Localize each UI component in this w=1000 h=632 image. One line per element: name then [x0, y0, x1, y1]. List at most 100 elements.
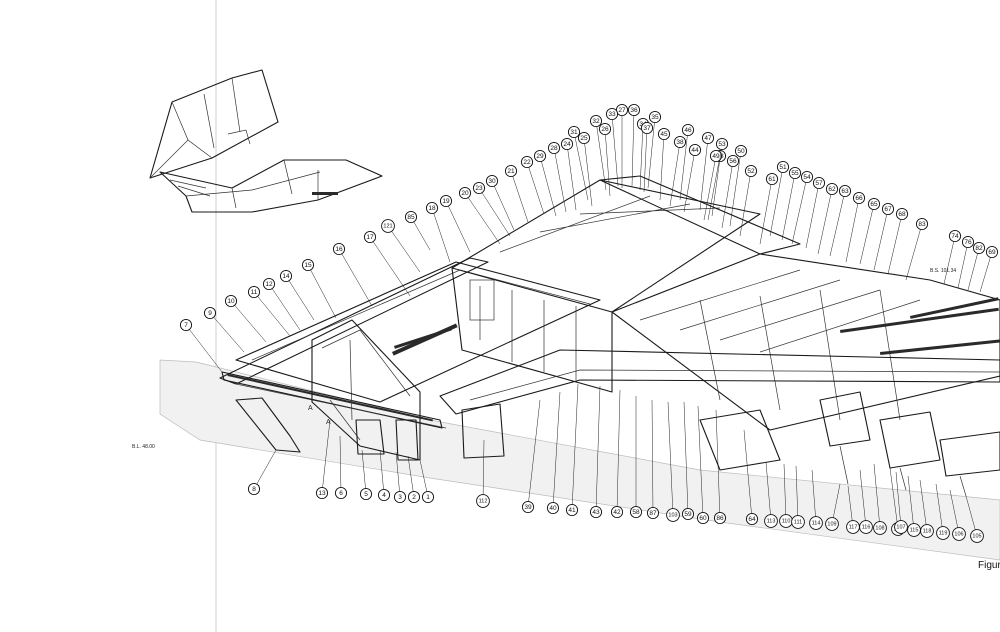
callout-number: 23: [475, 185, 483, 192]
callout-54: 54: [791, 170, 814, 245]
callout-leader: [583, 137, 593, 207]
callout-circle: [425, 201, 439, 215]
callout-number: 4: [382, 492, 386, 499]
callout-11: 11: [247, 285, 291, 337]
callout-29: 29: [533, 149, 557, 217]
callout-60: 60: [696, 405, 710, 525]
callout-leader: [759, 178, 773, 245]
section-marker-a1: A: [308, 405, 313, 412]
callout-5: 5: [359, 449, 373, 501]
callout-leader: [707, 155, 721, 221]
callout-115: 115: [907, 475, 921, 537]
station-label-left: B.L. 48.00: [132, 444, 155, 450]
callout-circle: [472, 181, 486, 195]
callout-circle: [838, 184, 852, 198]
callout-circle: [895, 207, 909, 221]
callout-circle: [985, 245, 999, 259]
callout-number: 119: [939, 530, 948, 536]
callout-circle: [247, 285, 261, 299]
callout-circle: [681, 123, 695, 137]
callout-35: 35: [647, 110, 662, 189]
callout-leader: [905, 223, 923, 281]
callout-30: 30: [485, 174, 515, 231]
callout-leader: [967, 247, 980, 291]
callout-10: 10: [224, 294, 267, 343]
callout-number: 67: [884, 206, 892, 213]
callout-17: 17: [363, 230, 411, 297]
callout-number: 8: [252, 486, 256, 493]
callout-number: 46: [684, 127, 692, 134]
callout-leader: [431, 207, 451, 263]
callout-circle: [262, 277, 276, 291]
callout-leader: [268, 283, 301, 331]
callout-leader: [683, 149, 696, 213]
callout-number: 36: [630, 107, 638, 114]
callout-circle: [713, 511, 727, 525]
callout-number: 43: [592, 509, 600, 516]
callout-circle: [520, 155, 534, 169]
callout-leader: [887, 213, 903, 275]
callout-114: 114: [809, 469, 823, 530]
callout-number: 26: [601, 126, 609, 133]
callout-leader: [829, 190, 846, 257]
callout-107: 107: [894, 471, 908, 534]
callout-number: 3: [398, 494, 402, 501]
callout-number: 29: [536, 153, 544, 160]
callout-circle: [610, 505, 624, 519]
callout-leader: [209, 312, 245, 353]
callout-leader: [859, 469, 867, 528]
callout-circle: [421, 490, 435, 504]
callout-leader: [783, 463, 787, 522]
callout-number: 106: [954, 531, 963, 537]
callout-number: 113: [767, 518, 776, 524]
callout-leader: [595, 385, 601, 513]
callout-leader: [321, 419, 331, 494]
callout-number: 2: [412, 494, 416, 501]
callout-number: 109: [827, 521, 836, 527]
callout-number: 13: [318, 490, 326, 497]
callout-number: 103: [668, 512, 677, 518]
callout-45: 45: [657, 127, 671, 201]
callout-2: 2: [407, 455, 421, 504]
callout-118: 118: [919, 479, 934, 538]
callout-circle: [961, 235, 975, 249]
callout-41: 41: [565, 383, 579, 517]
callout-number: 15: [304, 262, 312, 269]
callout-61: 61: [759, 172, 779, 245]
callout-106: 106: [949, 489, 966, 541]
callout-leader: [526, 161, 545, 215]
callout-circle: [920, 524, 934, 538]
callout-36: 36: [627, 103, 641, 187]
callout-circle: [952, 527, 966, 541]
callout-circle: [915, 217, 929, 231]
callout-number: 1: [426, 494, 430, 501]
callout-number: 87: [649, 510, 657, 517]
callout-number: 21: [507, 168, 515, 175]
callout-number: 35: [651, 114, 659, 121]
callout-111: 111: [791, 465, 805, 529]
callout-leader: [631, 109, 635, 187]
callout-87: 87: [646, 399, 660, 520]
callout-117: 117: [846, 485, 860, 534]
callout-69: 69: [979, 245, 999, 293]
callout-20: 20: [458, 186, 501, 245]
callout-number: 20: [461, 190, 469, 197]
callout-circle: [873, 521, 887, 535]
callout-9: 9: [203, 306, 245, 353]
callout-leader: [185, 324, 223, 373]
callout-105: 105: [965, 495, 984, 543]
callout-number: 64: [748, 516, 756, 523]
callout-leader: [651, 399, 654, 514]
callout-leader: [566, 143, 577, 211]
callout-21: 21: [504, 164, 529, 223]
callout-circle: [334, 486, 348, 500]
callout-leader: [445, 200, 471, 253]
callout-leader: [703, 155, 717, 221]
callout-number: 32: [592, 118, 600, 125]
callout-circle: [203, 306, 217, 320]
callout-leader: [715, 409, 721, 519]
callout-circle: [764, 514, 778, 528]
callout-76: 76: [957, 235, 975, 289]
callout-leader: [979, 251, 993, 293]
callout-86: 86: [713, 409, 727, 525]
